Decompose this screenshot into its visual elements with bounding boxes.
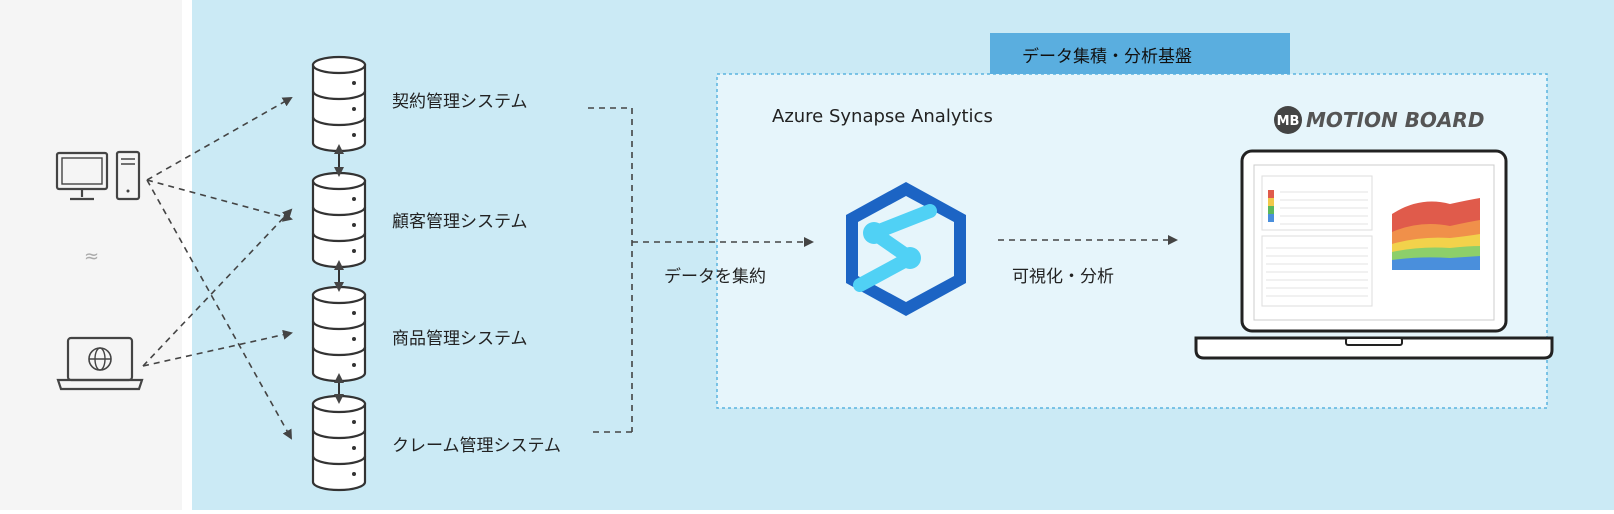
platform-title: データ集積・分析基盤 [1022,47,1192,67]
system-label-contract: 契約管理システム [392,92,528,112]
database-icon [311,394,367,492]
system-label-customer: 顧客管理システム [392,212,528,232]
database-icon [311,171,367,269]
system-label-claim: クレーム管理システム [392,436,561,456]
database-icon [311,55,367,153]
motionboard-laptop-icon [1194,149,1554,360]
system-label-product: 商品管理システム [392,329,528,349]
aggregation-bracket [588,107,1178,433]
left-panel [0,0,182,510]
laptop-globe-icon [56,336,144,391]
aggregate-label: データを集約 [664,267,766,287]
client-arrows [142,97,293,440]
desktop-computer-icon [55,150,141,201]
visualize-label: 可視化・分析 [1012,267,1114,287]
motionboard-logo-text: MOTION BOARD [1306,108,1484,132]
motionboard-badge-text: MB [1277,114,1300,129]
approx-symbol: ≈ [84,246,99,267]
synapse-icon [846,182,966,316]
synapse-label: Azure Synapse Analytics [772,106,993,127]
database-icon [311,285,367,383]
motionboard-logo-icon: MB MOTION BOARD [1274,106,1484,134]
platform-title-tag [990,33,1290,74]
